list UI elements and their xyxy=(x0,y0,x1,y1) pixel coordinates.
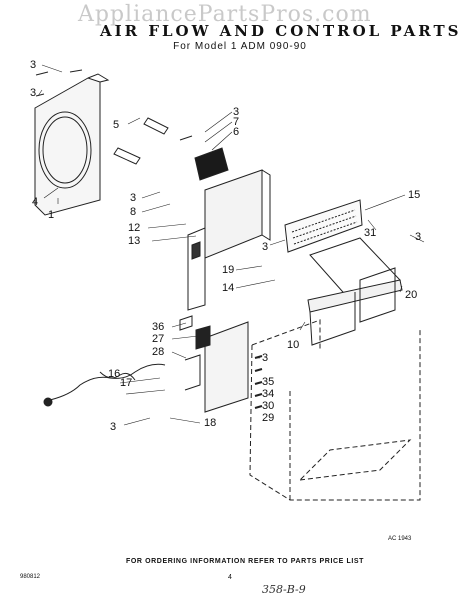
callout-label: 3 xyxy=(110,421,116,433)
callout-label: 36 xyxy=(152,321,164,333)
callout-label: 12 xyxy=(128,222,140,234)
callout-label: 5 xyxy=(113,119,119,131)
callout-label: 17 xyxy=(120,377,132,389)
power-cord xyxy=(43,363,166,407)
callout-label: 18 xyxy=(204,417,216,429)
control-knobs xyxy=(113,117,169,165)
watermark: AppliancePartsPros.com xyxy=(78,2,372,27)
callout-label: 8 xyxy=(130,206,136,218)
callout-label: 3 xyxy=(30,87,36,99)
handwritten-note: 358-B-9 xyxy=(262,583,306,596)
callout-label: 19 xyxy=(222,264,234,276)
callout-label: 31 xyxy=(364,227,376,239)
callout-label: 29 xyxy=(262,412,274,424)
callout-label: 16 xyxy=(108,368,120,380)
callout-label: 14 xyxy=(222,282,234,294)
air-flow-housing xyxy=(307,237,403,346)
document-code: 980812 xyxy=(20,574,41,580)
callout-label: 10 xyxy=(287,339,299,351)
callout-label: 20 xyxy=(405,289,417,301)
diagram-subtitle: For Model 1 ADM 090-90 xyxy=(173,41,307,52)
callout-label: 27 xyxy=(152,333,164,345)
callout-label: 28 xyxy=(152,346,164,358)
cabinet-outline xyxy=(249,319,421,501)
front-panel xyxy=(34,73,110,216)
callout-label: 7 xyxy=(233,116,239,128)
page-number: 4 xyxy=(228,574,232,581)
callout-label: 3 xyxy=(262,241,268,253)
callout-label: 13 xyxy=(128,235,140,247)
callout-label: 3 xyxy=(30,59,36,71)
callout-label: 35 xyxy=(262,376,274,388)
callout-label: 6 xyxy=(233,126,239,138)
control-box xyxy=(179,315,249,413)
ordering-info-footer: FOR ORDERING INFORMATION REFER TO PARTS … xyxy=(125,558,365,565)
air-grille xyxy=(284,199,363,253)
callout-label: 3 xyxy=(130,192,136,204)
callout-label: 15 xyxy=(408,189,420,201)
diagram-title: AIR FLOW AND CONTROL PARTS xyxy=(100,22,462,40)
callout-label: 30 xyxy=(262,400,274,412)
callout-labels: 3 3 5 4 1 3 7 6 3 8 12 13 15 31 3 3 19 1… xyxy=(30,59,421,433)
art-code: AC 1943 xyxy=(388,536,412,542)
callout-label: 3 xyxy=(233,106,239,118)
callout-label: 3 xyxy=(262,352,268,364)
callout-label: 34 xyxy=(262,388,274,400)
control-bracket xyxy=(187,169,271,311)
callout-label: 1 xyxy=(48,209,54,221)
callout-label: 3 xyxy=(415,231,421,243)
callout-label: 4 xyxy=(32,196,38,208)
capacitor xyxy=(179,135,229,181)
